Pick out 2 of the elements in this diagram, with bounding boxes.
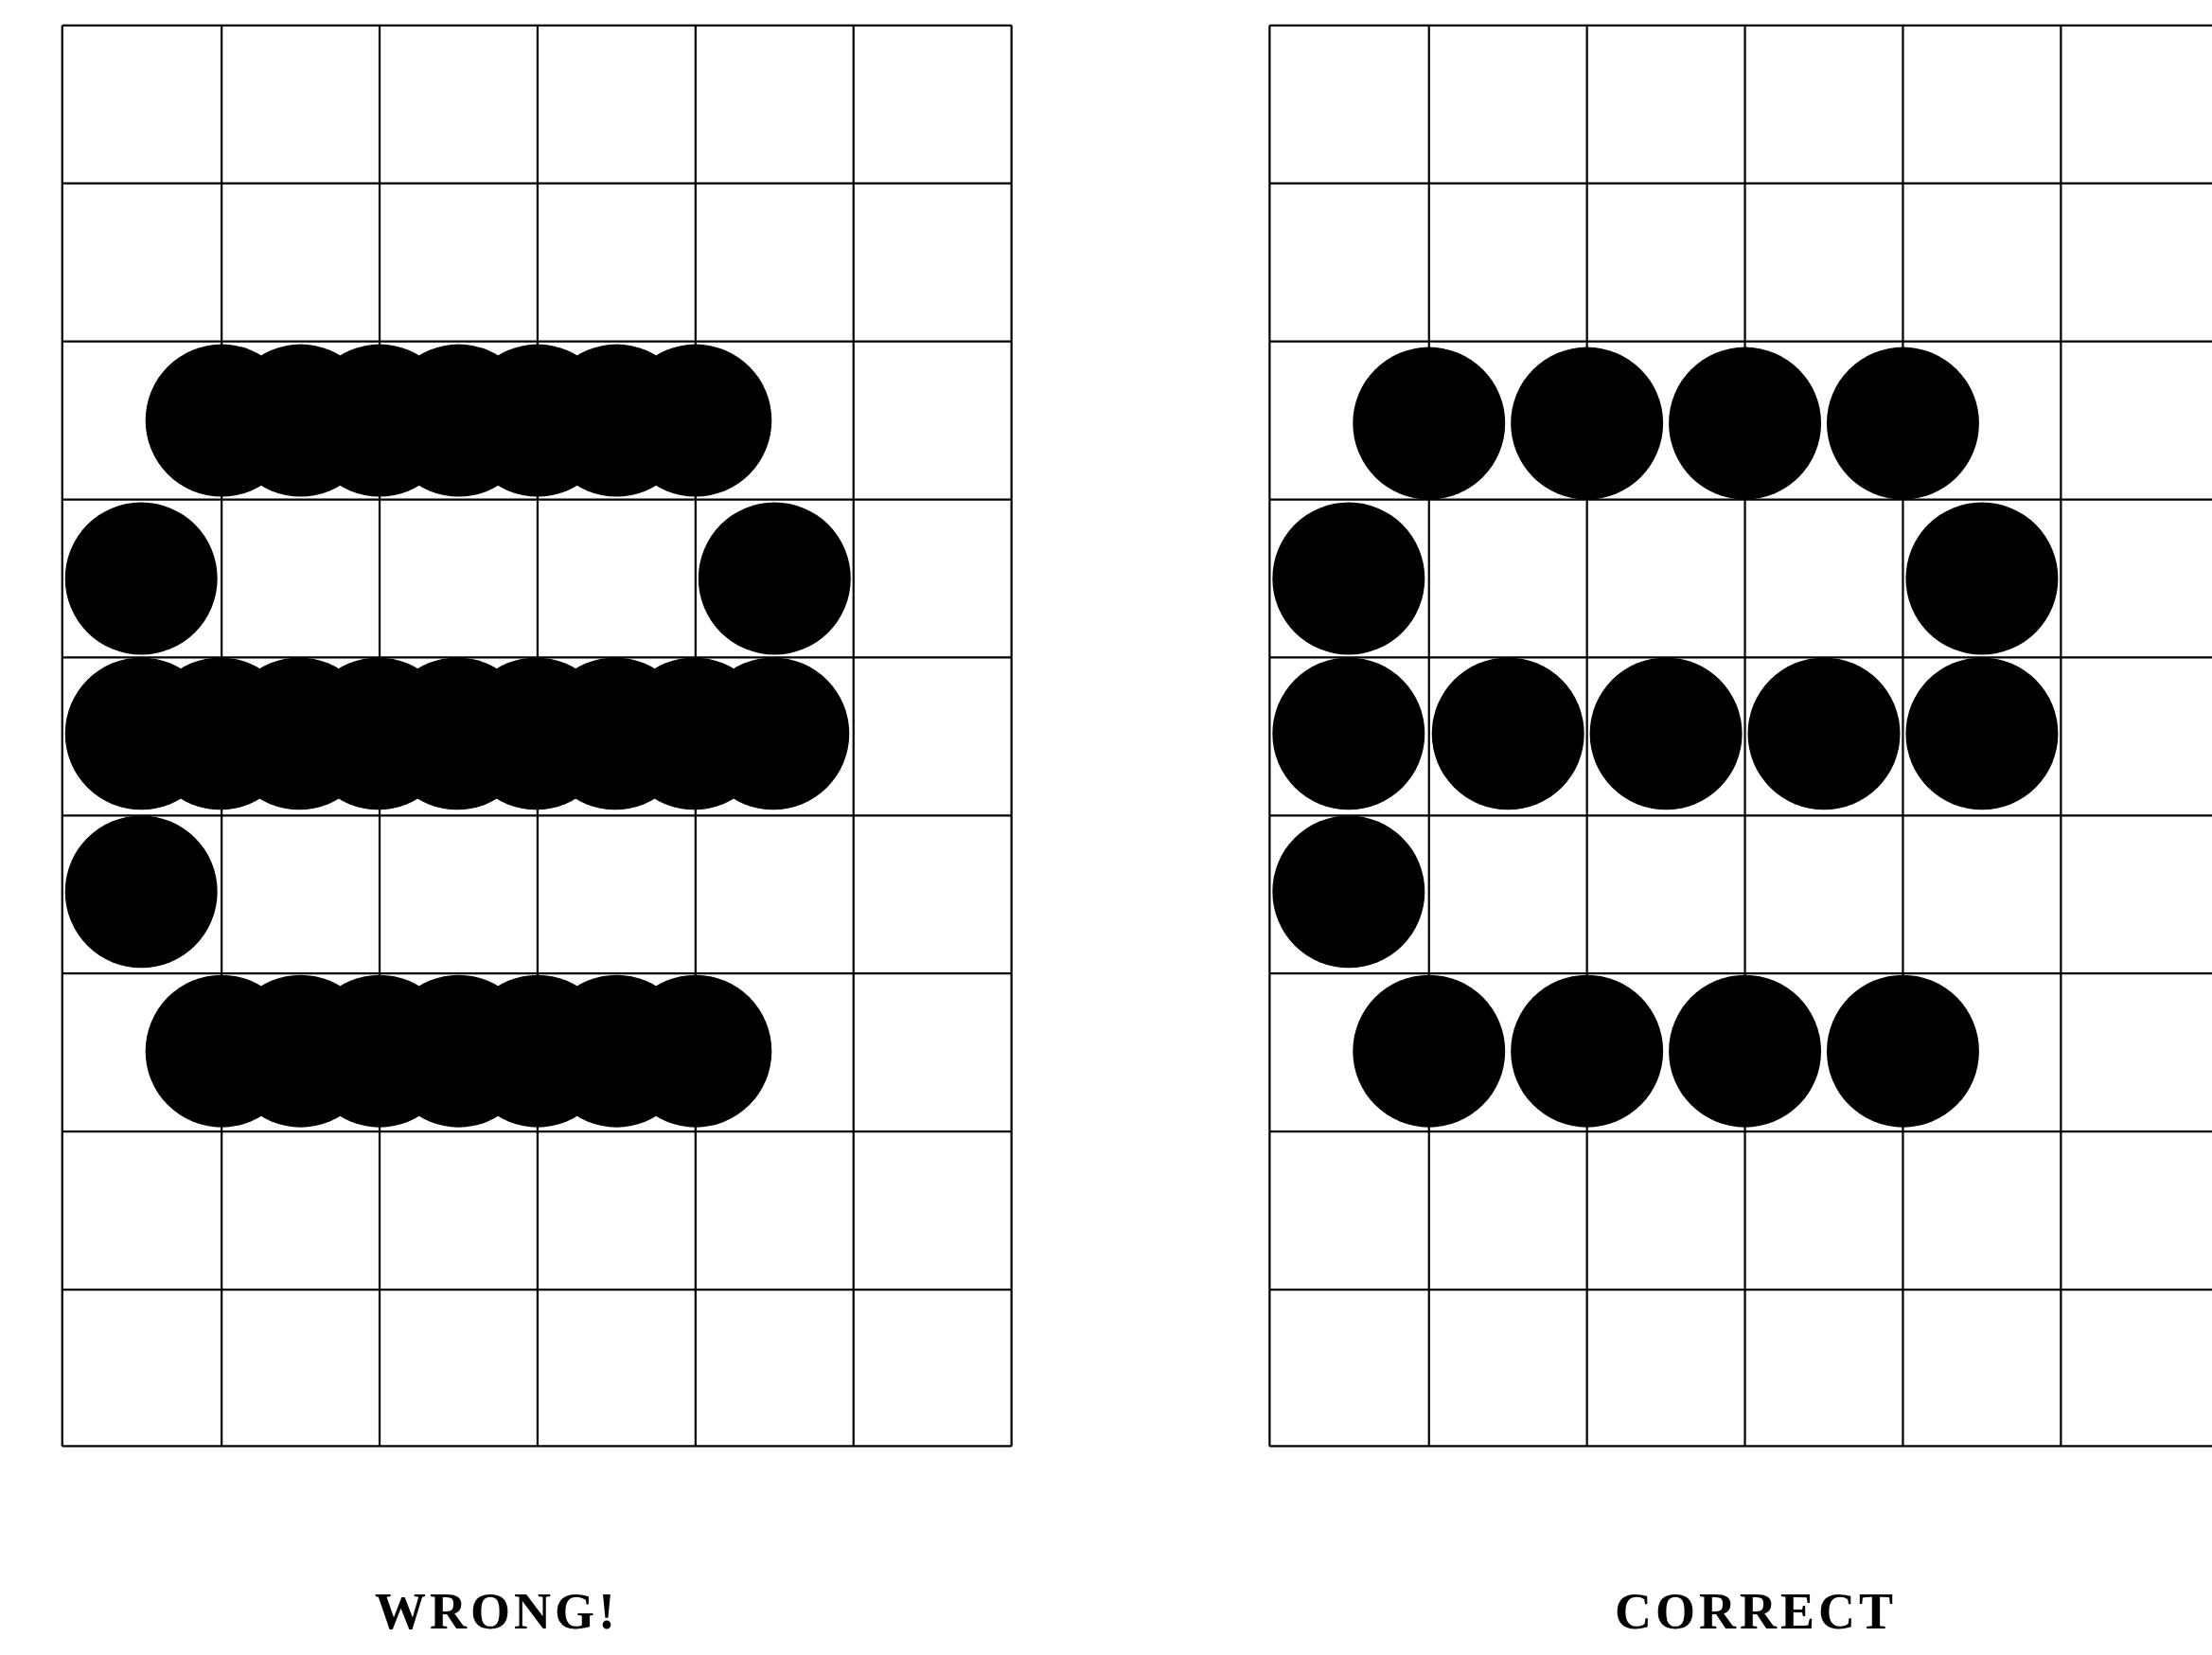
caption-text: WRONG! [375, 1583, 619, 1640]
caption-text: CORRECT [1615, 1583, 1897, 1640]
